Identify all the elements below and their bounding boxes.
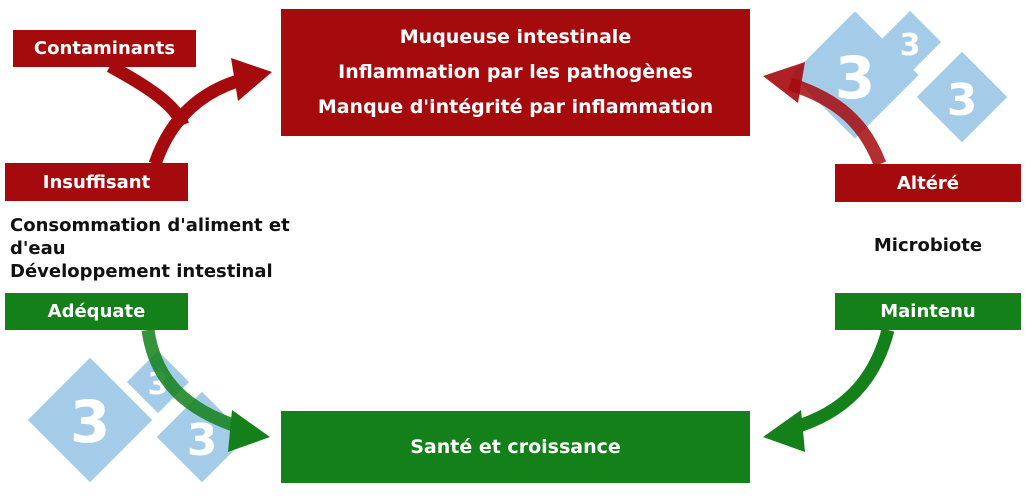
insufficient-box: Insuffisant xyxy=(5,163,188,201)
maintained-arrowhead xyxy=(763,410,805,452)
adequate-arrowhead xyxy=(228,410,270,452)
contaminants-box: Contaminants xyxy=(13,30,196,67)
insufficient-label: Insuffisant xyxy=(42,171,151,193)
insufficient-arrow xyxy=(148,71,250,167)
watermark-diamond xyxy=(27,357,153,483)
altered-arrowhead xyxy=(763,62,805,103)
svg-text:3: 3 xyxy=(900,28,921,63)
feed-intake-line-3: Développement intestinal xyxy=(10,261,273,282)
health-growth-label: Santé et croissance xyxy=(410,435,621,458)
contaminants-arrow xyxy=(106,60,190,128)
svg-text:3: 3 xyxy=(835,44,875,112)
insufficient-arrowhead xyxy=(231,58,272,101)
mucosa-title: Muqueuse intestinale xyxy=(399,26,632,48)
health-growth-box: Santé et croissance xyxy=(281,411,750,483)
altered-label: Altéré xyxy=(897,172,959,194)
mucosa-box: Muqueuse intestinale Inflammation par le… xyxy=(281,9,750,136)
adequate-arrow xyxy=(141,328,244,435)
adequate-label: Adéquate xyxy=(47,301,146,322)
svg-text:3: 3 xyxy=(187,415,218,466)
watermark-diamond xyxy=(878,10,942,74)
altered-arrow xyxy=(788,77,887,167)
adequate-box: Adéquate xyxy=(5,293,188,330)
watermark-diamond xyxy=(156,391,248,483)
feed-intake-line-1: Consommation d'aliment et xyxy=(10,215,290,236)
svg-text:3: 3 xyxy=(70,388,110,456)
watermark-diamond xyxy=(126,350,190,414)
feed-intake-line-2: d'eau xyxy=(10,238,66,259)
microbiota-text: Microbiote xyxy=(835,234,1021,257)
svg-text:3: 3 xyxy=(947,75,978,126)
integrity-text: Manque d'intégrité par inflammation xyxy=(317,96,714,118)
inflammation-text: Inflammation par les pathogènes xyxy=(338,61,693,83)
maintained-box: Maintenu xyxy=(835,293,1021,330)
microbiota-label: Microbiote xyxy=(873,235,983,256)
altered-box: Altéré xyxy=(835,164,1021,202)
maintained-arrow xyxy=(790,328,895,435)
feed-intake-text: Consommation d'aliment et d'eau Développ… xyxy=(10,214,340,283)
contaminants-label: Contaminants xyxy=(33,38,176,59)
maintained-label: Maintenu xyxy=(880,301,976,322)
